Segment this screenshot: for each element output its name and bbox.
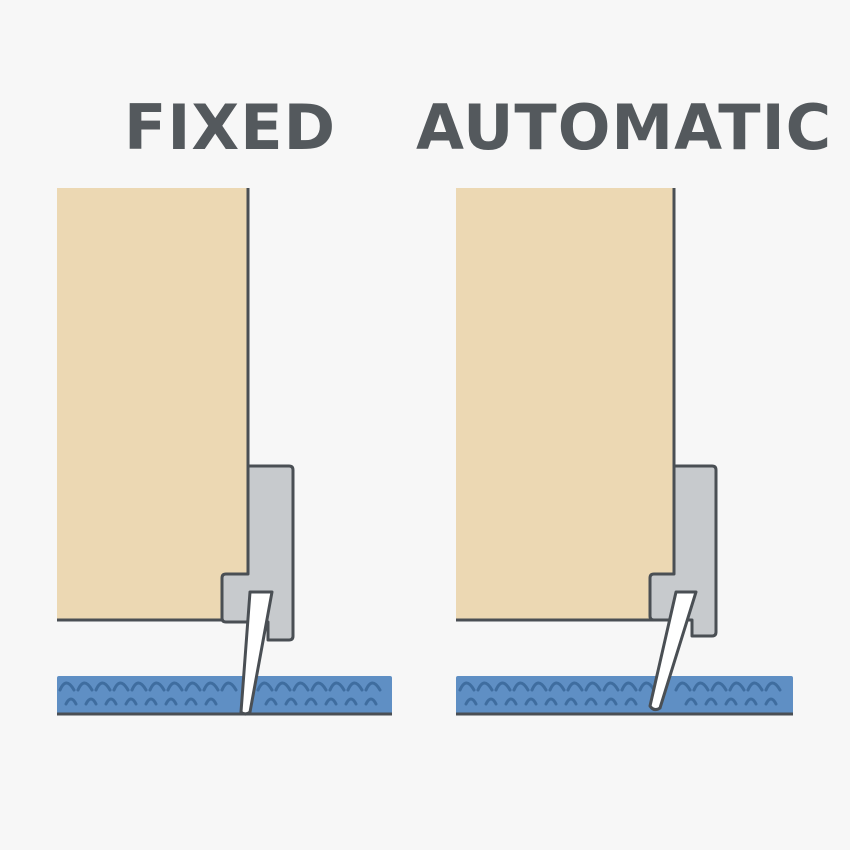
door-panel-icon <box>57 188 250 622</box>
door-panel-icon <box>456 188 676 622</box>
label-fixed: FIXED <box>124 91 337 164</box>
door-seal-icon <box>648 464 718 712</box>
door-seal-icon <box>220 464 295 716</box>
carpet-floor-icon <box>57 676 392 716</box>
label-automatic: AUTOMATIC <box>416 91 833 164</box>
panel-fixed <box>57 188 392 716</box>
panel-automatic <box>456 188 793 716</box>
carpet-floor-icon <box>456 676 793 716</box>
